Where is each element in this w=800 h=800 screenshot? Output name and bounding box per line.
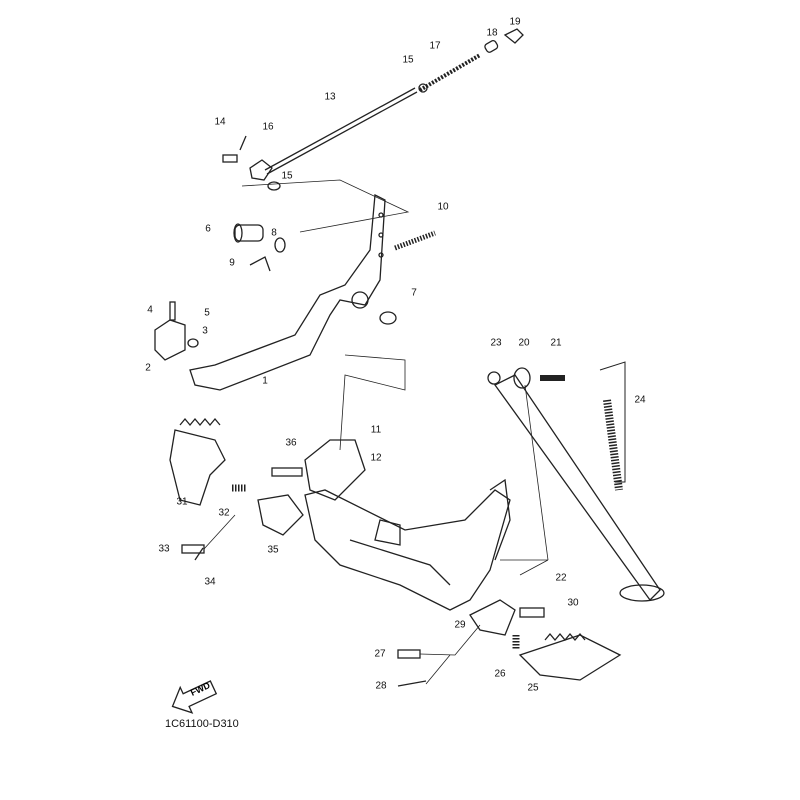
part-label-7[interactable]: 7 [411, 287, 417, 299]
sidestand [487, 367, 665, 602]
rod-end-clevis [222, 135, 281, 191]
footrest-left-31 [169, 417, 226, 506]
part-label-32[interactable]: 32 [218, 507, 230, 519]
part-label-12[interactable]: 12 [370, 452, 382, 464]
pivot-bolt-6 [233, 223, 264, 243]
leader-27 [419, 624, 481, 685]
cotter-28 [397, 680, 427, 687]
part-label-15[interactable]: 15 [281, 170, 293, 182]
pin-27 [397, 649, 421, 659]
leader-box-top [241, 179, 410, 233]
part-label-3[interactable]: 3 [202, 325, 208, 337]
sidestand-spring-24 [599, 361, 626, 483]
footrest-right-25 [518, 632, 622, 681]
part-label-13[interactable]: 13 [324, 91, 336, 103]
part-label-10[interactable]: 10 [437, 201, 449, 213]
cotter-34 [194, 547, 204, 561]
part-label-18[interactable]: 18 [486, 27, 498, 39]
fwd-arrow-icon [171, 680, 218, 714]
part-label-35[interactable]: 35 [267, 544, 279, 556]
part-label-27[interactable]: 27 [374, 648, 386, 660]
part-label-29[interactable]: 29 [454, 619, 466, 631]
part-label-16[interactable]: 16 [262, 121, 274, 133]
spring-coils [603, 399, 623, 491]
part-label-24[interactable]: 24 [634, 394, 646, 406]
drawing-code: 1C61100-D310 [165, 718, 239, 730]
part-label-28[interactable]: 28 [375, 680, 387, 692]
part-label-2[interactable]: 2 [145, 362, 151, 374]
leader-33 [203, 514, 236, 550]
bracket-29 [469, 599, 516, 636]
part-label-17[interactable]: 17 [429, 40, 441, 52]
part-label-26[interactable]: 26 [494, 668, 506, 680]
part-label-20[interactable]: 20 [518, 337, 530, 349]
part-label-23[interactable]: 23 [490, 337, 502, 349]
part-label-9[interactable]: 9 [229, 257, 235, 269]
brake-pedal [189, 193, 386, 391]
return-spring-10 [394, 230, 436, 251]
part-label-34[interactable]: 34 [204, 576, 216, 588]
part-label-1[interactable]: 1 [262, 375, 268, 387]
part-label-31[interactable]: 31 [176, 496, 188, 508]
bracket-35 [257, 494, 304, 536]
part-label-21[interactable]: 21 [550, 337, 562, 349]
part-label-4[interactable]: 4 [147, 304, 153, 316]
bolt-30 [519, 607, 545, 618]
part-label-8[interactable]: 8 [271, 227, 277, 239]
part-label-6[interactable]: 6 [205, 223, 211, 235]
cotter-pin-9 [249, 256, 271, 272]
part-label-11[interactable]: 11 [370, 424, 382, 436]
bolt-36 [271, 467, 303, 477]
part-label-15[interactable]: 15 [402, 54, 414, 66]
leader-box-mid [339, 354, 406, 451]
part-label-22[interactable]: 22 [555, 572, 567, 584]
part-label-19[interactable]: 19 [509, 16, 521, 28]
part-label-33[interactable]: 33 [158, 543, 170, 555]
part-label-5[interactable]: 5 [204, 307, 210, 319]
part-label-14[interactable]: 14 [214, 116, 226, 128]
part-label-36[interactable]: 36 [285, 437, 297, 449]
brake-rod [264, 28, 524, 175]
part-label-25[interactable]: 25 [527, 682, 539, 694]
leader-22 [500, 384, 549, 576]
pedal-tip-2 [154, 301, 199, 361]
washer-8 [274, 237, 286, 253]
washer-7 [379, 311, 397, 325]
part-label-30[interactable]: 30 [567, 597, 579, 609]
frame-subframe [304, 439, 511, 611]
